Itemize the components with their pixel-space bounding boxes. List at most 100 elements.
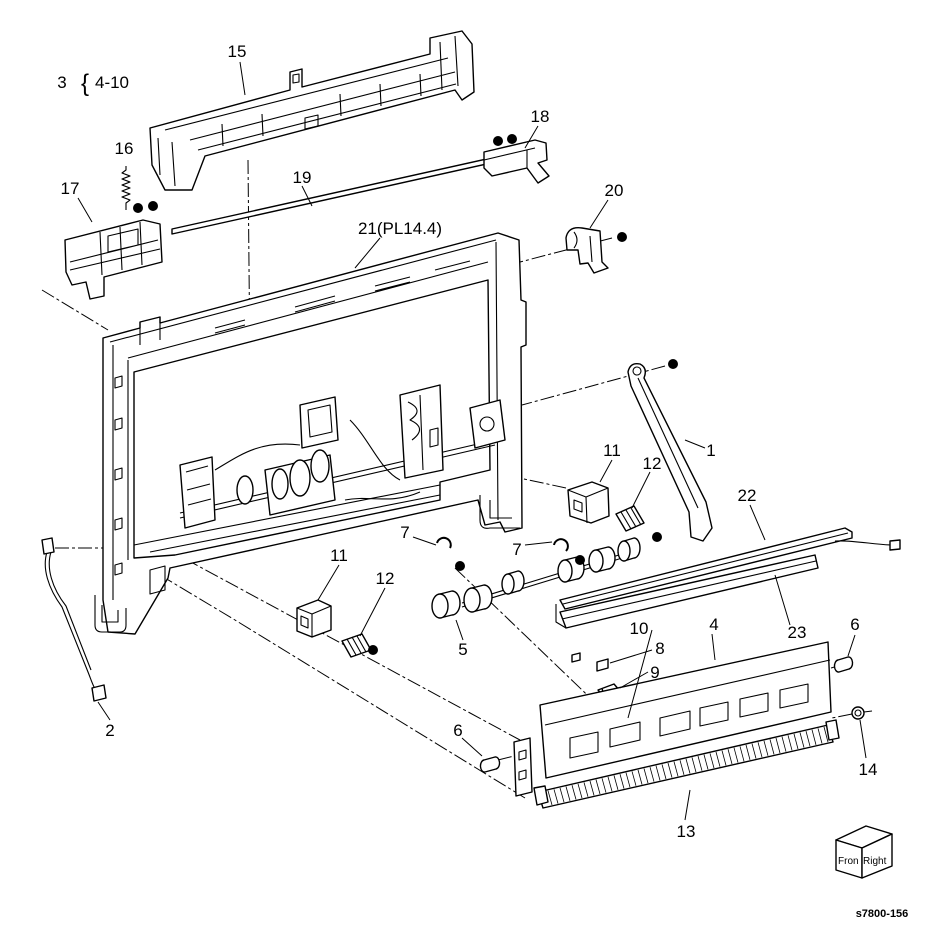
frame-sensor-box bbox=[469, 399, 506, 449]
part-2-cable bbox=[44, 551, 99, 695]
callout-11-lower: 11 bbox=[330, 546, 348, 565]
part-17-detail bbox=[69, 221, 161, 276]
part-21-frame bbox=[94, 232, 527, 635]
callout-13: 13 bbox=[677, 822, 696, 841]
part-5-roller-b-face bbox=[463, 587, 481, 613]
part-13-bristles bbox=[547, 726, 829, 806]
assembly-line-frame-plate bbox=[164, 547, 521, 741]
callout-16: 16 bbox=[115, 139, 134, 158]
screw-icon bbox=[148, 201, 158, 211]
part-4-end-bracket bbox=[513, 737, 533, 797]
part-22-connector bbox=[889, 539, 901, 551]
callout-7-left: 7 bbox=[400, 523, 409, 542]
frame-motor-detail bbox=[185, 465, 212, 506]
assembly-line-17-frame bbox=[41, 289, 109, 331]
callout-21: 21(PL14.4) bbox=[358, 219, 442, 238]
callout-17: 17 bbox=[61, 179, 80, 198]
part-18-bracket bbox=[483, 139, 550, 184]
part-1-pivot bbox=[632, 366, 642, 376]
part-19-outline bbox=[171, 147, 537, 235]
orientation-cube-icon: Fron Right bbox=[835, 825, 893, 879]
part-14-outer bbox=[851, 706, 865, 720]
frame-right-bracket-detail bbox=[407, 394, 439, 471]
frame-upper-bracket-detail bbox=[307, 404, 333, 438]
cube-right-label: Right bbox=[863, 856, 887, 867]
frame-gear-1 bbox=[236, 475, 254, 505]
part-20-outline bbox=[565, 227, 609, 274]
part-14-pin bbox=[863, 710, 873, 713]
assembly-line-frame-brush bbox=[159, 574, 526, 799]
screw-icon bbox=[617, 232, 627, 242]
part-23-detail bbox=[555, 560, 817, 629]
frame-harness bbox=[214, 419, 421, 501]
part-22-detail bbox=[562, 532, 894, 605]
frame-upper-bracket bbox=[299, 396, 339, 449]
part-13-brush bbox=[533, 719, 840, 809]
callout-6-right: 6 bbox=[850, 615, 859, 634]
part-6-pin-right bbox=[833, 656, 854, 673]
callout-1: 1 bbox=[706, 441, 715, 460]
callout-10: 10 bbox=[630, 619, 649, 638]
part-12-right-detail bbox=[620, 507, 642, 530]
screw-icon bbox=[455, 561, 465, 571]
part-20-detail bbox=[573, 231, 593, 263]
part-11-left-holder bbox=[296, 599, 332, 638]
assembly-line-14 bbox=[831, 713, 853, 719]
part-12-right-outline bbox=[615, 505, 645, 532]
part-11-left-outline bbox=[296, 599, 332, 638]
group-range: 4-10 bbox=[95, 73, 129, 92]
part-13-end-right bbox=[825, 719, 840, 741]
callout-12-upper: 12 bbox=[643, 454, 662, 473]
part-15-top-cover bbox=[149, 30, 475, 191]
part-13-end-left bbox=[533, 785, 549, 806]
part-16-spring bbox=[121, 166, 131, 210]
part-5-roller-a-face bbox=[431, 593, 449, 619]
part-5-roller-c-face bbox=[501, 573, 515, 595]
frame-gear-4 bbox=[310, 449, 330, 483]
part-20-bracket bbox=[565, 227, 609, 274]
callout-12-lower: 12 bbox=[376, 569, 395, 588]
part-11-right-holder bbox=[567, 481, 610, 524]
part-14-inner bbox=[854, 709, 862, 717]
part-8-block bbox=[596, 658, 609, 672]
screw-icon bbox=[507, 134, 517, 144]
callout-5: 5 bbox=[458, 640, 467, 659]
part-22-rail bbox=[559, 527, 901, 610]
part-7-clip-right bbox=[553, 538, 569, 552]
screw-icon bbox=[575, 555, 585, 565]
part-2-connector-bottom bbox=[91, 684, 107, 702]
part-5-roller-f-face bbox=[617, 540, 631, 562]
part-4-detail bbox=[544, 659, 831, 759]
screws bbox=[133, 134, 678, 655]
part-19-rod bbox=[171, 147, 537, 235]
callout-7-right: 7 bbox=[512, 540, 521, 559]
part-12-left-detail bbox=[346, 635, 367, 656]
part-17-bracket bbox=[64, 219, 163, 300]
group-brace: { bbox=[81, 70, 89, 97]
part-14-knob bbox=[851, 706, 873, 720]
callout-18: 18 bbox=[531, 107, 550, 126]
assembly-line-20-frame bbox=[519, 237, 613, 263]
part-15-outline bbox=[149, 30, 475, 191]
part-12-right-spring bbox=[615, 505, 645, 532]
part-1-detail bbox=[637, 377, 699, 509]
callout-9: 9 bbox=[650, 663, 659, 682]
callout-6-left: 6 bbox=[453, 721, 462, 740]
part-23-outline bbox=[559, 554, 819, 629]
part-15-detail bbox=[157, 35, 459, 187]
callout-11-upper: 11 bbox=[603, 441, 621, 460]
cube-right-face bbox=[861, 833, 893, 879]
part-1-lever bbox=[627, 362, 713, 542]
part-18-outline bbox=[483, 139, 550, 184]
screw-icon bbox=[368, 645, 378, 655]
part-23-channel bbox=[555, 554, 819, 629]
cube-front-label: Fron bbox=[838, 856, 859, 867]
callout-14: 14 bbox=[859, 760, 878, 779]
frame-detail-lines bbox=[94, 239, 520, 633]
part-18-detail bbox=[483, 147, 536, 168]
screw-icon bbox=[493, 136, 503, 146]
callout-leaders bbox=[77, 61, 867, 821]
part-4-end-holes bbox=[518, 749, 527, 781]
screw-icon bbox=[668, 359, 678, 369]
